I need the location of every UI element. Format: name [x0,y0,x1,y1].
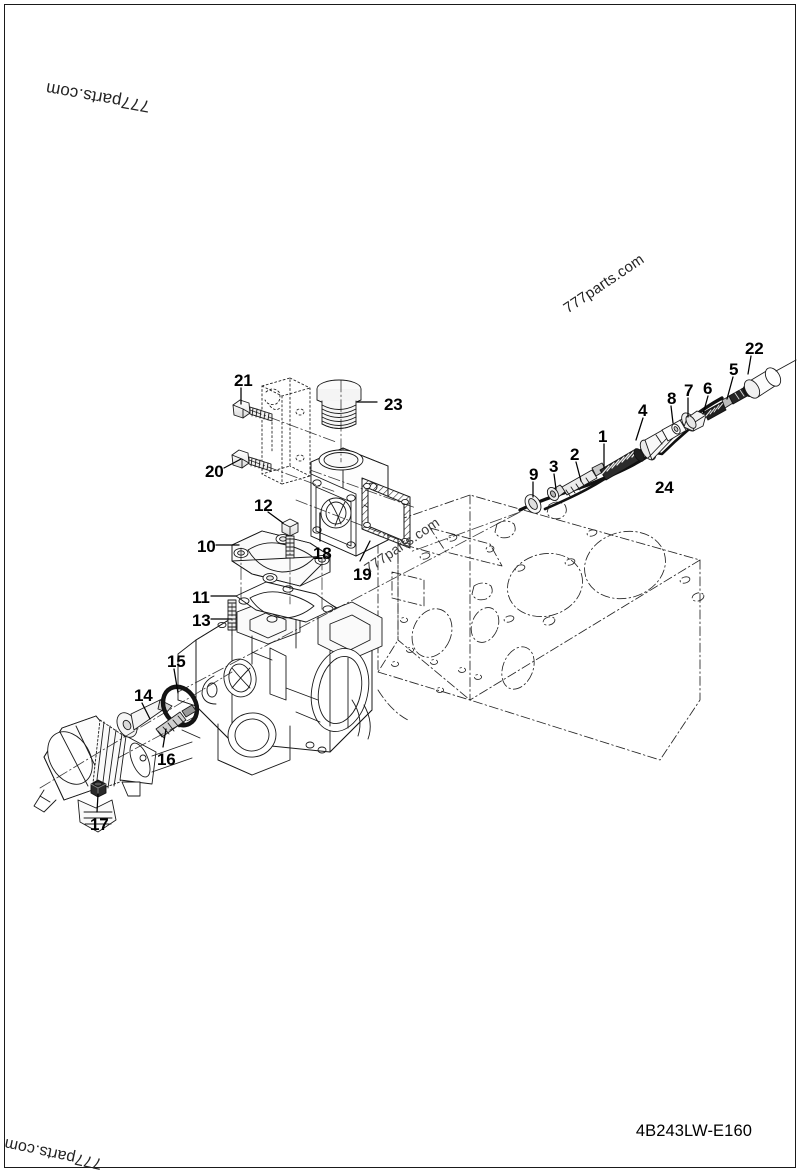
callout-label-10: 10 [197,537,216,556]
callout-label-19: 19 [353,565,372,584]
callout-leaders [96,355,752,813]
pump-housing-casting [177,599,383,776]
callout-label-14: 14 [134,686,153,705]
part-3-bushing [546,484,567,501]
engine-block-phantom [377,494,705,761]
part-15-o-ring [160,684,200,728]
callout-label-5: 5 [729,360,739,379]
callout-label-7: 7 [684,381,694,400]
callout-label-9: 9 [529,465,539,484]
part-14-valve-stem [116,698,173,738]
callout-label-11: 11 [192,588,210,607]
callout-label-1: 1 [598,427,608,446]
callout-label-24: 24 [655,478,674,497]
callout-label-21: 21 [234,371,253,390]
part-23-threaded-plug [316,379,362,429]
part-11-cover-gasket [235,581,337,623]
callout-label-23: 23 [384,395,403,414]
part-9-sealing-washer [524,494,542,514]
callout-label-4: 4 [638,401,648,420]
callout-label-17: 17 [90,815,109,834]
part-22-cable-end-cap [743,359,797,399]
part-21-hex-bolt [232,399,273,422]
callout-label-12: 12 [254,496,273,515]
callout-label-16: 16 [157,750,176,769]
callout-label-6: 6 [703,379,713,398]
callout-label-2: 2 [570,445,580,464]
callout-label-13: 13 [192,611,211,630]
callout-label-20: 20 [205,462,224,481]
drawing-code: 4B243LW-E160 [635,1122,752,1140]
assembly-centerlines [117,379,521,759]
callout-label-3: 3 [549,457,559,476]
part-1-compression-spring [599,448,645,481]
part-17-hex-nut [90,779,107,798]
callout-label-22: 22 [745,339,764,358]
callout-label-8: 8 [667,389,677,408]
part-7-hex-fitting [683,410,707,432]
callout-label-15: 15 [167,652,186,671]
part-8-flat-washer [671,423,681,435]
callout-label-18: 18 [313,544,332,563]
